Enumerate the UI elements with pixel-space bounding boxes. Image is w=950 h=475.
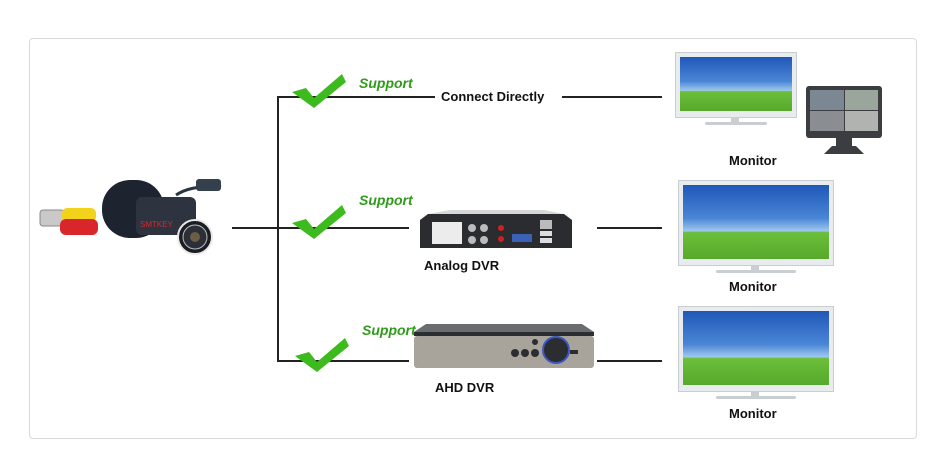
monitor-1-label: Monitor (729, 153, 777, 168)
support-label-1: Support (359, 75, 413, 91)
analog-dvr-image (420, 208, 572, 250)
check-icon-2 (292, 205, 346, 239)
branch-3-line-left (277, 360, 409, 362)
branch-3-line-right (597, 360, 662, 362)
branch-2-line-left (277, 227, 409, 229)
branch-1-line-right (562, 96, 662, 98)
camera-watermark: SMTKEY (140, 220, 174, 229)
check-icon-1 (292, 74, 346, 108)
peephole-camera-image: SMTKEY (36, 175, 226, 265)
ahd-dvr-label: AHD DVR (435, 380, 495, 395)
check-icon-3 (295, 338, 349, 372)
trunk-line (277, 96, 279, 362)
camera-connector-line (232, 227, 278, 229)
analog-dvr-label: Analog DVR (424, 258, 500, 273)
support-label-2: Support (359, 192, 413, 208)
connect-directly-label: Connect Directly (441, 89, 545, 104)
support-label-3: Support (362, 322, 416, 338)
branch-2-line-right (597, 227, 662, 229)
monitor-2-tv (678, 180, 834, 276)
ahd-dvr-image (412, 322, 597, 372)
monitor-1-small-display (806, 86, 882, 156)
monitor-1-tv (675, 52, 797, 128)
monitor-3-tv (678, 306, 834, 402)
monitor-2-label: Monitor (729, 279, 777, 294)
branch-1-line-left (277, 96, 435, 98)
monitor-3-label: Monitor (729, 406, 777, 421)
